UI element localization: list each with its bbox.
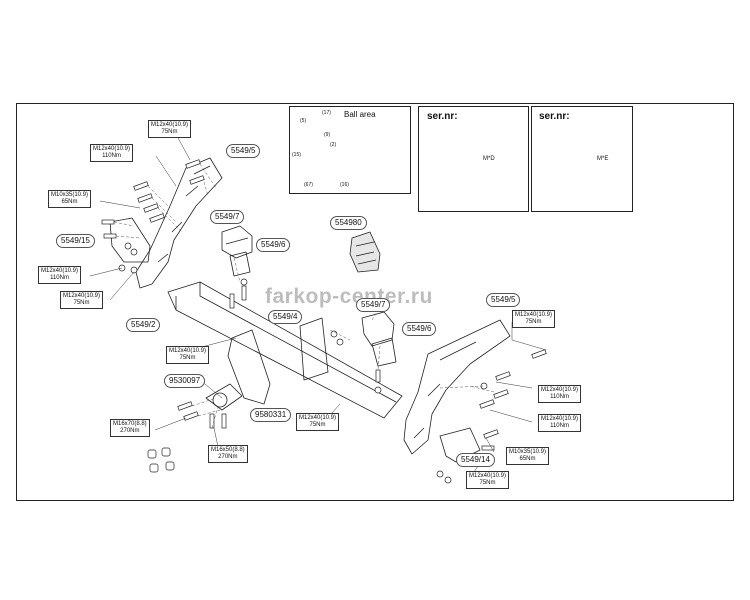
spec-right-75nm-top: M12x40(10.9)75Nm: [512, 310, 556, 328]
part-5549-14: 5549/14: [456, 453, 495, 467]
part-554980: 554980: [330, 216, 367, 230]
spec-right-110nm-a: M12x40(10.9)110Nm: [538, 385, 582, 403]
part-5549-7-right: 5549/7: [356, 298, 391, 312]
serial-right-box: [531, 106, 633, 212]
dim-67: (67): [304, 182, 313, 188]
spec-center-75nm: M12x40(10.9)75Nm: [166, 346, 210, 364]
spec-m10-right: M10x35(10.9)65Nm: [506, 447, 550, 465]
bolts-right: [436, 349, 547, 484]
dim-15: (15): [292, 152, 301, 158]
serial-right-mark: M*E: [597, 156, 609, 162]
bracket-5549-7-right: [361, 311, 395, 347]
spec-left-75nm: M12x40(10.9)75Nm: [60, 291, 104, 309]
part-5549-6-right: 5549/6: [402, 322, 437, 336]
left-small-bracket: [109, 217, 151, 263]
part-9580331: 9580331: [250, 408, 292, 422]
spec-top-75nm: M12x40(10.9)75Nm: [148, 120, 192, 138]
dim-2: (2): [330, 142, 337, 148]
bolts-left-lower: [101, 219, 138, 274]
spec-right-110nm-b: M12x40(10.9)110Nm: [538, 414, 582, 432]
bolts-top-left: [133, 159, 205, 223]
dim-5: (5): [300, 118, 307, 124]
serial-left-box: [418, 106, 529, 212]
spec-m16x70: M16x70(8.8)270Nm: [110, 419, 150, 437]
serial-left-mark: M*D: [483, 156, 495, 162]
spec-left-110nm: M12x40(10.9)110Nm: [38, 266, 82, 284]
ball-area-box: [289, 106, 411, 194]
dim-9: (9): [324, 132, 331, 138]
nuts-bottom-left: [147, 447, 175, 473]
connector-554980: [349, 231, 381, 273]
dim-16: (16): [340, 182, 349, 188]
bracket-5549-6-right: [371, 337, 397, 367]
spec-m10-left: M10x35(10.9)65Nm: [48, 190, 92, 208]
spec-bottom-75nm: M12x40(10.9)75Nm: [296, 413, 340, 431]
part-5549-2: 5549/2: [126, 318, 161, 332]
part-5549-6-left: 5549/6: [256, 238, 291, 252]
bracket-5549-7-left: [221, 225, 253, 259]
ball-area-title: Ball area: [344, 110, 376, 119]
main-crossbar: [167, 281, 403, 419]
part-5549-5-top: 5549/5: [226, 144, 261, 158]
spec-right-75nm-bottom: M12x40(10.9)75Nm: [466, 471, 510, 489]
dim-17: (17): [322, 110, 331, 116]
part-5549-4: 5549/4: [268, 310, 303, 324]
bracket-5549-6-left: [229, 251, 251, 277]
part-5549-15: 5549/15: [56, 234, 95, 248]
spec-top-110nm: M12x40(10.9)110Nm: [90, 144, 134, 162]
part-5549-5-right: 5549/5: [486, 293, 521, 307]
part-5549-7-left: 5549/7: [210, 210, 245, 224]
right-center-plate: [299, 317, 329, 381]
diagram-frame: [16, 103, 734, 501]
spec-m16x50: M16x50(8.8)270Nm: [208, 445, 248, 463]
right-side-bracket: [403, 319, 511, 455]
center-mount-plate: [227, 329, 271, 405]
serial-left-title: ser.nr:: [427, 111, 458, 122]
bolts-ball-mount: [177, 401, 227, 429]
left-side-bracket: [135, 157, 223, 289]
part-9530097: 9530097: [164, 374, 206, 388]
watermark: farkop-center.ru: [265, 285, 433, 308]
serial-right-title: ser.nr:: [539, 111, 570, 122]
